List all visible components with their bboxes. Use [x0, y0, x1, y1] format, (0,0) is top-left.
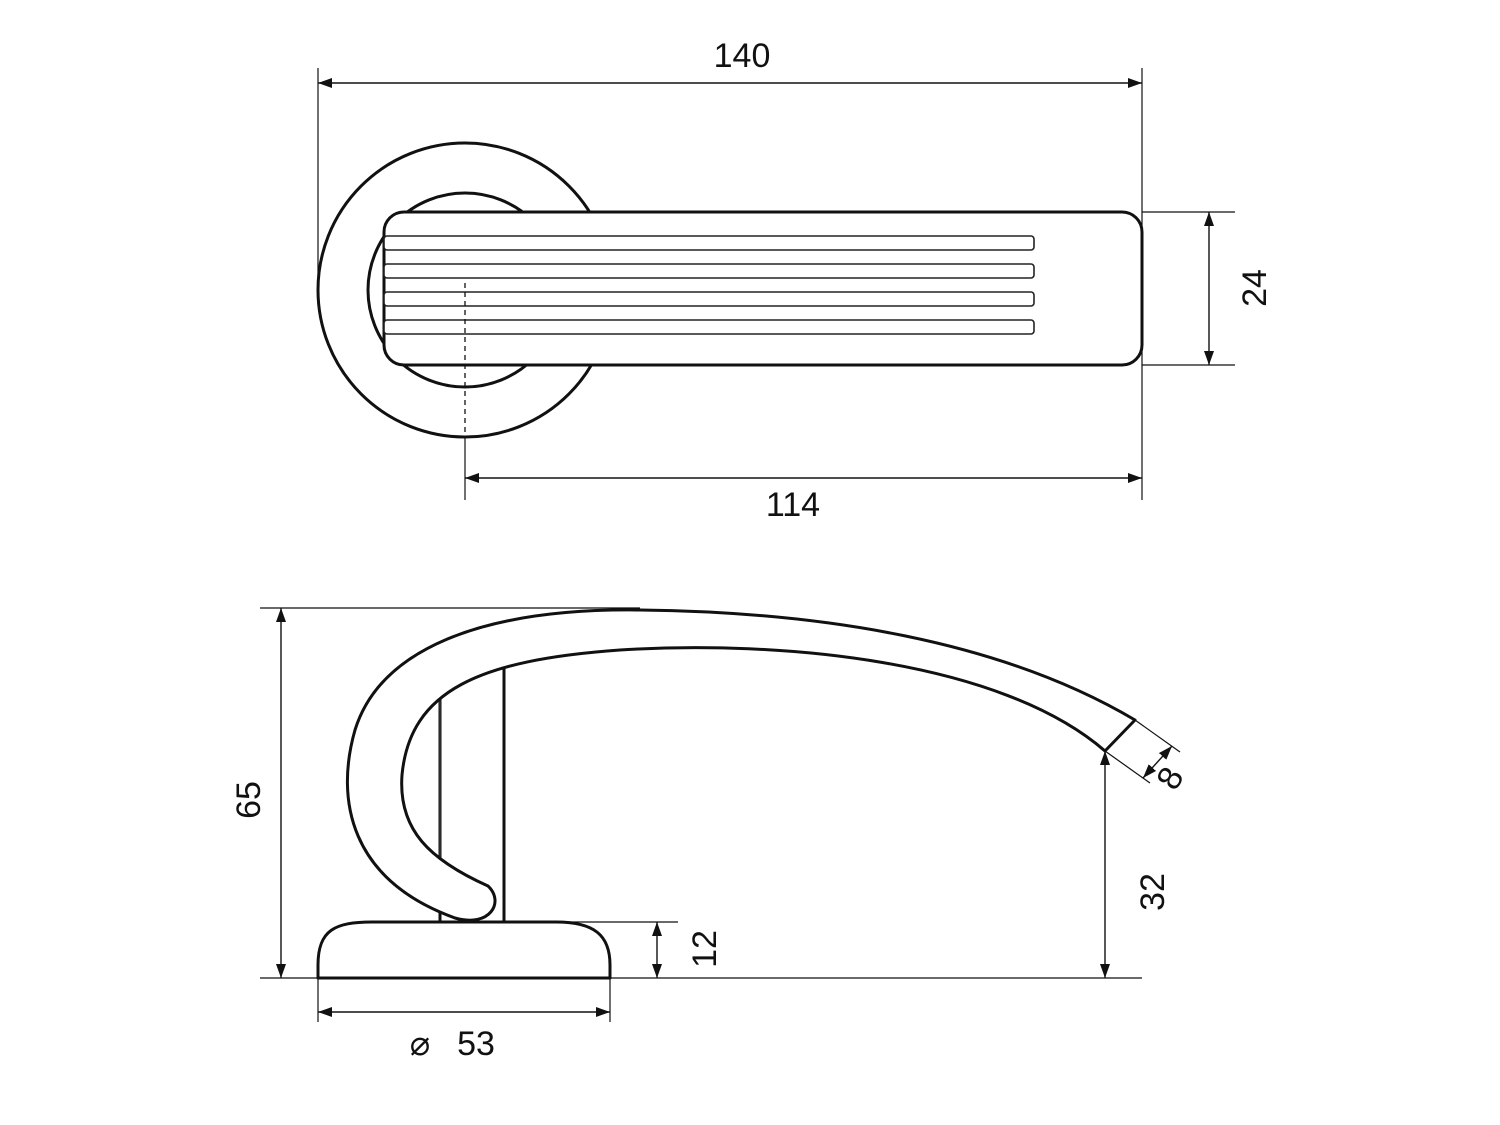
top-view: 140 24 114 [316, 37, 1274, 524]
dimension-label-114: 114 [766, 486, 820, 524]
groove-line [383, 291, 1035, 307]
dimension-label-24: 24 [1236, 269, 1274, 307]
rose-base [316, 920, 612, 980]
diameter-symbol: ⌀ [410, 1025, 430, 1063]
dimension-label-65: 65 [230, 781, 268, 819]
dimension-label-53: 53 [457, 1025, 495, 1063]
dimension-line-8 [1142, 745, 1173, 779]
lever-body [382, 210, 1144, 367]
extension-line [1134, 719, 1181, 753]
extension-line [1104, 750, 1151, 784]
dimension-label-32: 32 [1134, 873, 1172, 911]
dimension-label-8: 8 [1149, 761, 1191, 796]
dimension-label-12: 12 [686, 930, 724, 968]
side-view: 65 12 32 8 ⌀ 53 [230, 607, 1192, 1063]
groove-line [383, 263, 1035, 279]
groove-line [383, 319, 1035, 335]
dimension-label-140: 140 [714, 37, 771, 75]
lever-profile [345, 608, 1137, 922]
groove-line [383, 235, 1035, 251]
lever-grooves [383, 235, 1035, 335]
